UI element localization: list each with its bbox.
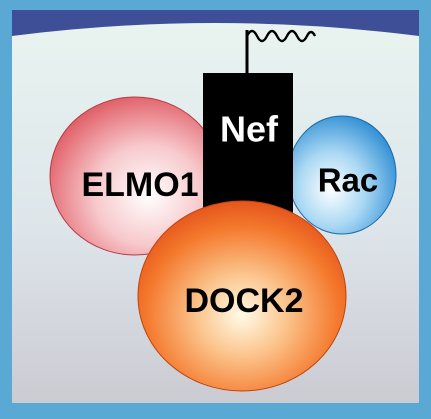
dock2-protein: DOCK2: [137, 200, 347, 392]
nef-protein: Nef: [203, 73, 293, 225]
elmo1-label: ELMO1: [81, 166, 198, 204]
dock2-label: DOCK2: [184, 282, 303, 320]
rac-label: Rac: [318, 162, 379, 199]
rac-protein: Rac: [287, 115, 397, 235]
cell-membrane: [12, 10, 419, 36]
lipid-anchor-squiggle: [245, 29, 317, 43]
nef-label: Nef: [220, 109, 279, 150]
elmo1-protein: ELMO1: [49, 96, 221, 256]
